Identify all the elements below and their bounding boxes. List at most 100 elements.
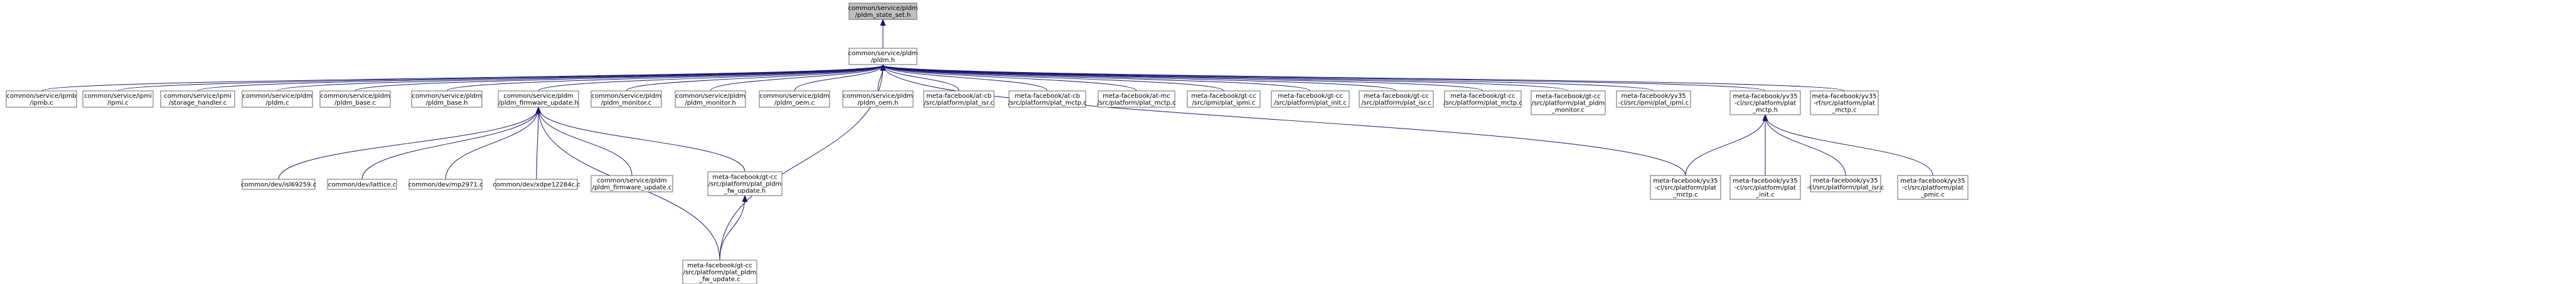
graph-node-meta-facebook-yv35-cl-src-platform-plat-isr-c[interactable]: meta-facebook/yv35-cl/src/platform/plat_… [1807, 175, 1884, 192]
graph-node-label: -cl/src/platform/plat [1902, 185, 1964, 192]
graph-node-label: common/dev/isl69259.c [241, 182, 316, 189]
graph-node-meta-facebook-yv35-cl-src-platform-plat-init-c[interactable]: meta-facebook/yv35-cl/src/platform/plat_… [1729, 175, 1801, 200]
graph-node-box [409, 179, 483, 190]
graph-node-label: meta-facebook/yv35 [1813, 177, 1878, 184]
graph-node-box [1810, 175, 1881, 192]
dependency-edge [361, 108, 538, 180]
graph-node-label: common/service/pldm [675, 93, 745, 100]
graph-node-common-dev-isl69259-c[interactable]: common/dev/isl69259.c [241, 179, 316, 190]
graph-node-box [848, 3, 917, 20]
graph-node-label: /src/platform/plat_pldm [683, 270, 757, 276]
graph-node-box [675, 90, 746, 108]
graph-node-label: meta-facebook/at-mc [1103, 93, 1170, 100]
graph-node-box [682, 260, 757, 284]
graph-node-box [1271, 90, 1350, 108]
graph-node-box [923, 90, 995, 108]
graph-node-label: /src/platform/plat_pldm [1532, 100, 1605, 107]
graph-node-meta-facebook-gt-cc-src-platform-plat-pldm-monitor-c[interactable]: meta-facebook/gt-cc/src/platform/plat_pl… [1531, 90, 1606, 115]
graph-node-label: meta-facebook/yv35 [1900, 178, 1965, 185]
dependency-edge [883, 65, 1686, 176]
graph-node-label: common/dev/lattice.c [328, 182, 397, 189]
graph-node-box [411, 90, 483, 108]
graph-node-meta-facebook-at-cb-src-platform-plat-mctp-c[interactable]: meta-facebook/at-cb/src/platform/plat_mc… [1008, 90, 1087, 108]
graph-node-common-service-ipmb-ipmb-c[interactable]: common/service/ipmb/ipmb.c [6, 90, 77, 108]
graph-node-meta-facebook-yv35-cl-src-platform-plat-mctp-c[interactable]: meta-facebook/yv35-cl/src/platform/plat_… [1650, 175, 1721, 200]
graph-node-label: _fw_update.h [724, 188, 766, 195]
graph-node-common-service-pldm-pldm-h[interactable]: common/service/pldm/pldm.h [848, 48, 918, 65]
graph-node-box [1359, 90, 1434, 108]
dependency-edge [794, 65, 883, 92]
graph-node-meta-facebook-yv35-cl-src-ipmi-plat-ipmi-c[interactable]: meta-facebook/yv35-cl/src/ipmi/plat_ipmi… [1616, 90, 1691, 108]
dependency-edge [883, 65, 1048, 92]
graph-node-box [82, 90, 154, 108]
graph-node-box [495, 179, 578, 190]
graph-node-box [1098, 90, 1175, 108]
graph-node-box [1444, 90, 1522, 108]
graph-node-meta-facebook-gt-cc-src-platform-plat-pldm-fw-update-h[interactable]: meta-facebook/gt-cc/src/platform/plat_pl… [707, 171, 783, 196]
graph-node-label: _mctp.h [1752, 107, 1778, 114]
graph-node-common-service-ipmi-ipmi-c[interactable]: common/service/ipmi/ipmi.c [82, 90, 154, 108]
graph-node-label: common/service/pldm [242, 93, 312, 100]
graph-node-common-service-pldm-pldm-monitor-c[interactable]: common/service/pldm/pldm_monitor.c [591, 90, 662, 108]
graph-node-common-service-pldm-pldm-oem-c[interactable]: common/service/pldm/pldm_oem.c [759, 90, 830, 108]
dependency-edge [710, 65, 883, 92]
graph-node-box [498, 90, 579, 108]
graph-node-label: /src/platform/plat_isr.c [1361, 100, 1431, 107]
graph-node-meta-facebook-gt-cc-src-platform-plat-mctp-c[interactable]: meta-facebook/gt-cc/src/platform/plat_mc… [1443, 90, 1522, 108]
graph-node-label: meta-facebook/yv35 [1812, 93, 1876, 100]
graph-node-box [6, 90, 77, 108]
graph-node-box [319, 90, 391, 108]
graph-node-meta-facebook-gt-cc-src-platform-plat-init-c[interactable]: meta-facebook/gt-cc/src/platform/plat_in… [1271, 90, 1350, 108]
graph-node-meta-facebook-at-cb-src-platform-plat-isr-c[interactable]: meta-facebook/at-cb/src/platform/plat_is… [923, 90, 995, 108]
graph-node-box [160, 90, 235, 108]
graph-node-common-service-pldm-pldm-firmware-update-h[interactable]: common/service/pldm/pldm_firmware_update… [498, 90, 579, 108]
graph-node-common-service-pldm-pldm-oem-h[interactable]: common/service/pldm/pldm_oem.h [842, 90, 914, 108]
graph-node-label: common/service/pldm [412, 93, 481, 100]
graph-node-label: /src/platform/plat_mctp.c [1443, 100, 1522, 107]
graph-node-common-service-pldm-pldm-firmware-update-c[interactable]: common/service/pldm/pldm_firmware_update… [591, 175, 673, 192]
graph-node-label: _init.c [1755, 192, 1775, 199]
graph-node-label: meta-facebook/yv35 [1733, 178, 1797, 185]
dependency-edge [538, 108, 746, 172]
graph-node-label: /ipmb.c [29, 100, 53, 107]
dependency-edge [446, 65, 883, 92]
graph-node-meta-facebook-yv35-cl-src-platform-plat-mctp-h[interactable]: meta-facebook/yv35-cl/src/platform/plat_… [1729, 90, 1801, 115]
graph-node-common-dev-mp2971-c[interactable]: common/dev/mp2971.c [409, 179, 483, 190]
graph-node-label: /src/platform/plat_mctp.c [1008, 100, 1087, 107]
graph-node-label: -cl/src/platform/plat_isr.c [1807, 184, 1884, 191]
graph-node-common-service-pldm-pldm-base-h[interactable]: common/service/pldm/pldm_base.h [411, 90, 483, 108]
graph-node-common-dev-xdpe12284c-c[interactable]: common/dev/xdpe12284c.c [493, 179, 580, 190]
graph-node-box [1616, 90, 1691, 108]
graph-node-label: common/service/pldm [591, 93, 661, 100]
graph-node-label: meta-facebook/gt-cc [1191, 93, 1256, 100]
graph-node-meta-facebook-gt-cc-src-platform-plat-pldm-fw-update-c[interactable]: meta-facebook/gt-cc/src/platform/plat_pl… [682, 260, 757, 284]
graph-node-meta-facebook-at-mc-src-platform-plat-mctp-c[interactable]: meta-facebook/at-mc/src/platform/plat_mc… [1097, 90, 1176, 108]
dependency-edge [1765, 115, 1933, 176]
graph-node-box [327, 179, 397, 190]
dependency-edge [355, 65, 883, 92]
graph-node-meta-facebook-yv35-cl-src-platform-plat-pmic-c[interactable]: meta-facebook/yv35-cl/src/platform/plat_… [1897, 175, 1969, 200]
dependency-edge [445, 108, 538, 180]
graph-node-meta-facebook-yv35-rf-src-platform-plat-mctp-c[interactable]: meta-facebook/yv35-rf/src/platform/plat_… [1810, 90, 1879, 115]
graph-node-label: common/service/pldm [848, 5, 917, 12]
graph-node-meta-facebook-gt-cc-src-platform-plat-isr-c[interactable]: meta-facebook/gt-cc/src/platform/plat_is… [1359, 90, 1434, 108]
graph-node-common-dev-lattice-c[interactable]: common/dev/lattice.c [327, 179, 397, 190]
graph-node-common-service-ipmi-storage-handler-c[interactable]: common/service/ipmi/storage_handler.c [160, 90, 235, 108]
graph-node-box [759, 90, 830, 108]
dependency-edge [1765, 115, 1846, 176]
graph-node-meta-facebook-gt-cc-src-ipmi-plat-ipmi-c[interactable]: meta-facebook/gt-cc/src/ipmi/plat_ipmi.c [1187, 90, 1261, 108]
graph-node-common-service-pldm-pldm-monitor-h[interactable]: common/service/pldm/pldm_monitor.h [675, 90, 746, 108]
graph-node-label: meta-facebook/at-cb [1015, 93, 1080, 100]
graph-node-common-service-pldm-pldm-base-c[interactable]: common/service/pldm/pldm_base.c [319, 90, 391, 108]
graph-node-box [707, 171, 783, 196]
graph-node-label: /pldm_monitor.h [685, 100, 735, 107]
dependency-edge [277, 65, 883, 92]
graph-node-label: meta-facebook/gt-cc [1364, 93, 1428, 100]
graph-node-label: common/service/pldm [759, 93, 829, 100]
graph-node-common-service-pldm-pldm-c[interactable]: common/service/pldm/pldm.c [242, 90, 313, 108]
graph-node-label: /pldm_firmware_update.c [592, 184, 672, 191]
dependency-edge [883, 65, 1137, 92]
graph-node-box [242, 90, 313, 108]
graph-node-box [1897, 175, 1969, 200]
